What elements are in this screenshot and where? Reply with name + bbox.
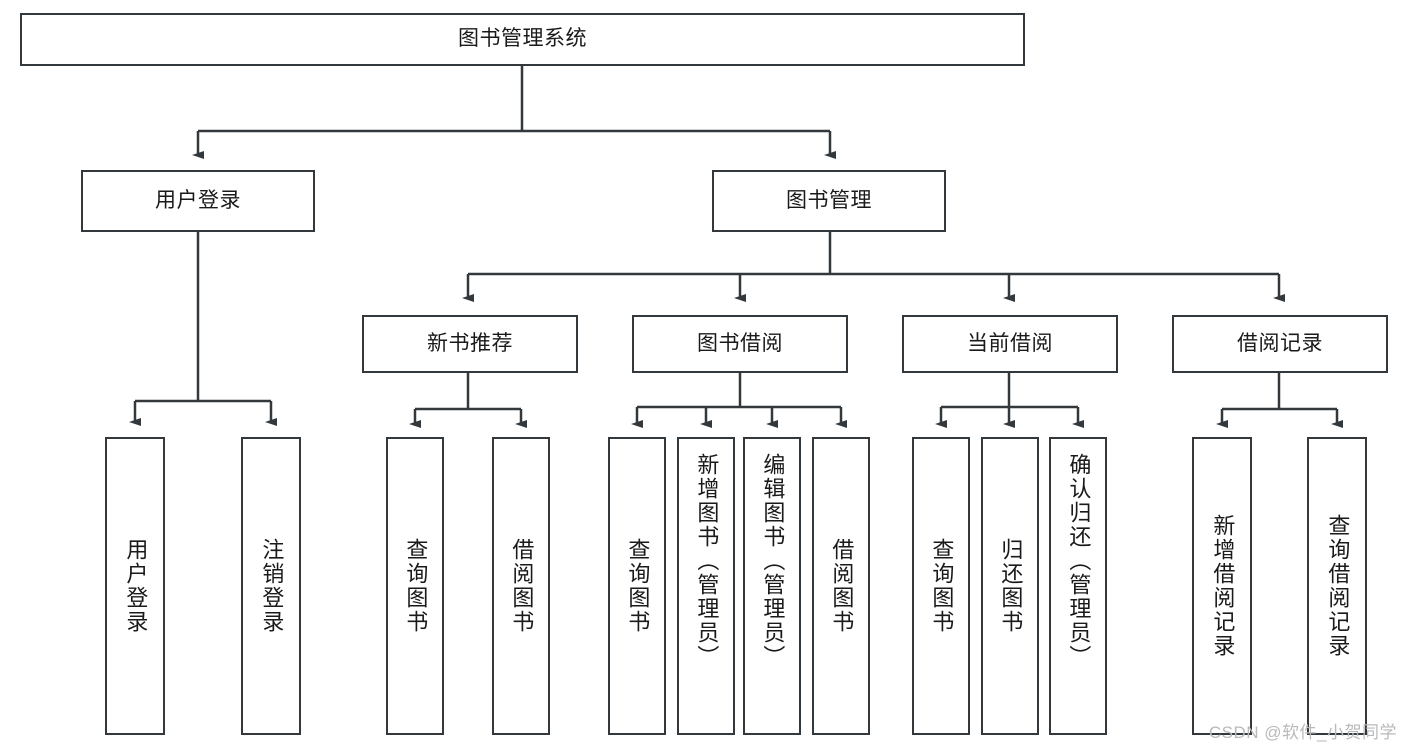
node-leaf-borrow-book[interactable]: 借阅图书 [812, 437, 870, 735]
node-user-login[interactable]: 用户登录 [81, 170, 315, 232]
node-leaf-user-login[interactable]: 用户登录 [105, 437, 165, 735]
node-label: 借阅记录 [1237, 331, 1323, 355]
node-label: 借阅图书 [509, 538, 535, 634]
node-current-borrow[interactable]: 当前借阅 [902, 315, 1118, 373]
node-leaf-logout[interactable]: 注销登录 [241, 437, 301, 735]
node-borrow-record[interactable]: 借阅记录 [1172, 315, 1388, 373]
node-label: 新书推荐 [427, 331, 513, 355]
node-leaf-edit-book-admin[interactable]: 编辑图书（管理员） [743, 437, 801, 735]
node-leaf-query-book-borrow[interactable]: 查询图书 [608, 437, 666, 735]
node-label: 用户登录 [155, 188, 241, 212]
node-label: 图书管理系统 [458, 27, 587, 51]
node-leaf-query-book-recommend[interactable]: 查询图书 [386, 437, 444, 735]
node-label: 注销登录 [259, 538, 285, 634]
node-leaf-query-borrow-record[interactable]: 查询借阅记录 [1307, 437, 1367, 735]
node-leaf-add-borrow-record[interactable]: 新增借阅记录 [1192, 437, 1252, 735]
node-label: 查询借阅记录 [1325, 514, 1351, 658]
node-leaf-add-book-admin[interactable]: 新增图书（管理员） [677, 437, 735, 735]
node-label: 查询图书 [625, 538, 651, 634]
node-label: 查询图书 [403, 538, 429, 634]
node-label: 当前借阅 [967, 331, 1053, 355]
node-label: 编辑图书（管理员） [760, 453, 786, 669]
node-label: 图书管理 [786, 188, 872, 212]
node-label: 新增借阅记录 [1210, 514, 1236, 658]
node-book-borrow[interactable]: 图书借阅 [632, 315, 848, 373]
node-label: 查询图书 [929, 538, 955, 634]
node-leaf-return-book[interactable]: 归还图书 [981, 437, 1039, 735]
node-leaf-query-book-current[interactable]: 查询图书 [912, 437, 970, 735]
node-label: 确认归还（管理员） [1066, 453, 1092, 669]
node-book-management[interactable]: 图书管理 [712, 170, 946, 232]
node-label: 归还图书 [998, 538, 1024, 634]
node-label: 借阅图书 [829, 538, 855, 634]
node-root-book-management-system[interactable]: 图书管理系统 [20, 13, 1025, 66]
node-label: 用户登录 [123, 538, 149, 634]
node-new-book-recommend[interactable]: 新书推荐 [362, 315, 578, 373]
node-label: 新增图书（管理员） [694, 453, 720, 669]
node-label: 图书借阅 [697, 331, 783, 355]
csdn-watermark: CSDN @软件_小贺同学 [1208, 723, 1397, 742]
node-leaf-borrow-book-recommend[interactable]: 借阅图书 [492, 437, 550, 735]
node-leaf-confirm-return-admin[interactable]: 确认归还（管理员） [1049, 437, 1107, 735]
